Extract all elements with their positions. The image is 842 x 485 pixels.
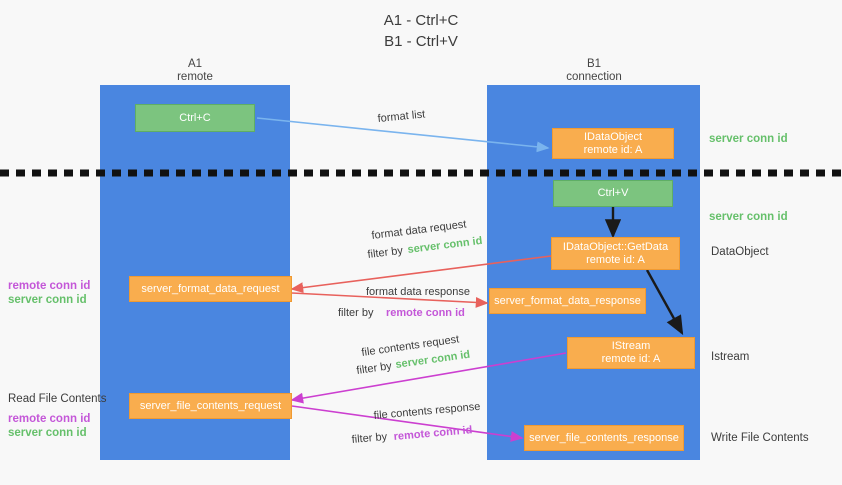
box-istream-line2: remote id: A <box>601 353 661 365</box>
annotation-filter-by-4: filter by <box>351 431 388 446</box>
lane-a1-sub: remote <box>177 71 213 83</box>
label-right-istream: Istream <box>711 351 750 363</box>
box-getdata-line1: IDataObject::GetData <box>562 240 669 253</box>
label-right-dataobject: DataObject <box>711 246 769 258</box>
annotation-format-data-response: format data response filter by remote co… <box>338 286 470 319</box>
lane-b1-name: B1 <box>586 58 602 70</box>
box-server-format-data-response[interactable]: server_format_data_response <box>489 288 646 314</box>
lane-header-b1: B1 connection <box>494 58 694 84</box>
box-istream[interactable]: IStream remote id: A <box>567 337 695 369</box>
lane-header-a1: A1 remote <box>95 58 295 84</box>
label-left-remote-conn-id-2: remote conn id <box>8 413 91 425</box>
box-server-format-data-request[interactable]: server_format_data_request <box>129 276 292 302</box>
box-idataobject-line2: remote id: A <box>583 143 643 156</box>
annotation-filter-by-3: filter by <box>356 360 393 377</box>
box-server-format-data-request-label: server_format_data_request <box>141 282 280 295</box>
box-idataobject-getdata[interactable]: IDataObject::GetData remote id: A <box>551 237 680 270</box>
box-ctrl-c-label: Ctrl+C <box>179 111 211 124</box>
label-left-remote-conn-id-1: remote conn id <box>8 280 91 292</box>
lane-a1-name: A1 <box>187 58 203 70</box>
diagram-title: A1 - Ctrl+C B1 - Ctrl+V <box>0 10 842 52</box>
box-server-file-contents-response[interactable]: server_file_contents_response <box>524 425 684 451</box>
label-right-server-conn-id-1: server conn id <box>709 133 788 145</box>
annotation-file-contents-request-text: file contents request <box>361 333 460 359</box>
annotation-file-contents-response: file contents response filter by remote … <box>351 401 481 446</box>
annotation-file-contents-request: file contents request filter by server c… <box>356 333 471 377</box>
label-right-server-conn-id-2: server conn id <box>709 211 788 223</box>
box-server-file-contents-request[interactable]: server_file_contents_request <box>129 393 292 419</box>
annotation-server-conn-id-1: server conn id <box>407 235 483 256</box>
label-left-read-file-contents: Read File Contents <box>8 393 107 405</box>
annotation-format-data-request: format data request filter by server con… <box>367 218 483 261</box>
box-server-format-data-response-label: server_format_data_response <box>494 294 641 307</box>
box-idataobject[interactable]: IDataObject remote id: A <box>552 128 674 159</box>
annotation-remote-conn-id-1: remote conn id <box>386 307 465 319</box>
box-ctrl-c[interactable]: Ctrl+C <box>135 104 255 132</box>
annotation-server-conn-id-2: server conn id <box>395 349 471 371</box>
annotation-format-data-response-text: format data response <box>366 286 470 298</box>
annotation-format-data-request-text: format data request <box>371 218 467 242</box>
label-right-write-file-contents: Write File Contents <box>711 432 809 444</box>
box-ctrl-v[interactable]: Ctrl+V <box>553 180 673 207</box>
annotation-format-list-text: format list <box>377 108 426 125</box>
title-line-1: A1 - Ctrl+C <box>383 12 459 29</box>
label-left-server-conn-id-2: server conn id <box>8 427 87 439</box>
annotation-file-contents-response-text: file contents response <box>373 401 481 422</box>
annotation-format-list: format list <box>377 108 426 125</box>
annotation-filter-by-1: filter by <box>367 245 404 261</box>
box-getdata-line2: remote id: A <box>586 253 645 266</box>
arrow-format-data-response <box>291 292 489 308</box>
lane-b1-sub: connection <box>566 71 622 83</box>
box-ctrl-v-label: Ctrl+V <box>597 187 629 199</box>
annotation-filter-by-2: filter by <box>338 307 374 319</box>
label-left-server-conn-id-1: server conn id <box>8 294 87 306</box>
box-istream-line1: IStream <box>611 340 651 352</box>
box-server-file-contents-response-label: server_file_contents_response <box>529 431 679 444</box>
title-line-2: B1 - Ctrl+V <box>384 33 458 50</box>
box-idataobject-line1: IDataObject <box>583 130 643 143</box>
annotation-remote-conn-id-2: remote conn id <box>393 424 473 443</box>
box-server-file-contents-request-label: server_file_contents_request <box>139 399 282 412</box>
